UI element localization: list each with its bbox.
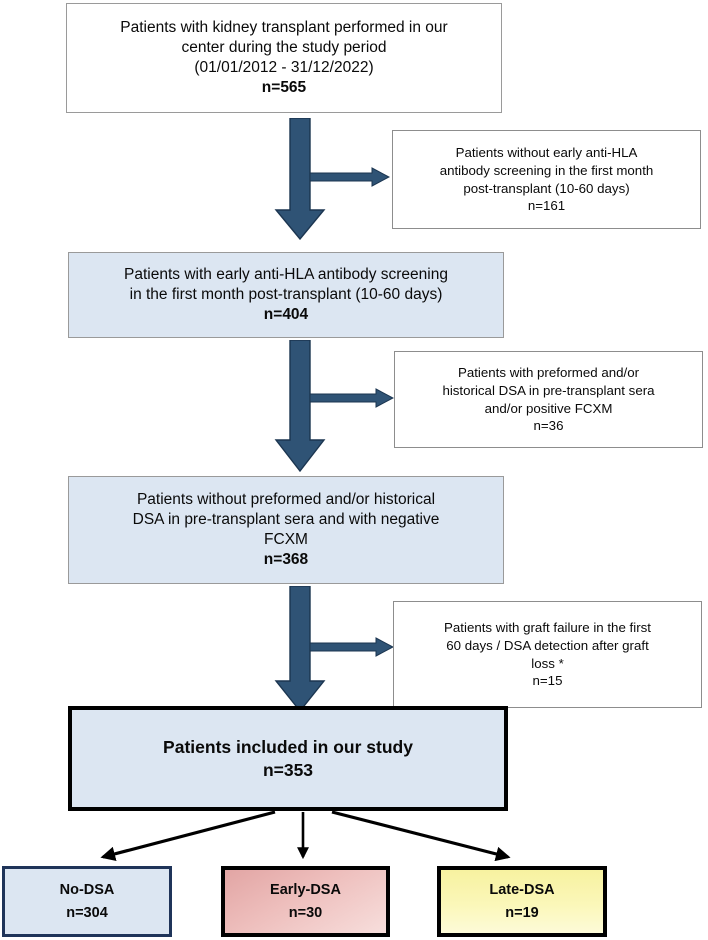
box-excluded-preformed-dsa: Patients with preformed and/or historica… <box>394 351 703 448</box>
box-excluded-no-screening: Patients without early anti-HLA antibody… <box>392 130 701 229</box>
box-included-study: Patients included in our study n=353 <box>68 706 508 811</box>
box-screened-line-1: Patients with early anti-HLA antibody sc… <box>124 265 448 283</box>
excl1-line-2: antibody screening in the first month <box>439 162 654 178</box>
box-source-line-2: center during the study period <box>181 38 387 56</box>
group-box-early-dsa: Early-DSA n=30 <box>221 866 390 937</box>
arrow-to-no-dsa <box>100 810 276 862</box>
excl3-count: n=15 <box>532 673 563 689</box>
excl3-line-3: loss * <box>531 655 564 671</box>
excl2-line-1: Patients with preformed and/or <box>457 365 640 381</box>
box-nopreformed-line-1: Patients without preformed and/or histor… <box>136 490 436 508</box>
side-arrow-1 <box>310 167 390 187</box>
arrow-to-late-dsa <box>331 810 511 862</box>
group-early-dsa-count: n=30 <box>288 904 323 921</box>
box-no-preformed-dsa: Patients without preformed and/or histor… <box>68 476 504 584</box>
group-late-dsa-count: n=19 <box>505 904 539 921</box>
box-nopreformed-line-3: FCXM <box>264 531 308 548</box>
group-late-dsa-label: Late-DSA <box>489 882 555 899</box>
box-included-title: Patients included in our study <box>163 736 413 757</box>
group-no-dsa-count: n=304 <box>66 904 108 921</box>
box-screened-count: n=404 <box>263 306 309 324</box>
group-early-dsa-label: Early-DSA <box>270 882 341 899</box>
excl2-count: n=36 <box>533 418 564 434</box>
box-source-line-1: Patients with kidney transplant performe… <box>120 18 448 36</box>
main-arrow-2 <box>272 340 328 472</box>
box-excluded-graft-failure: Patients with graft failure in the first… <box>393 601 702 708</box>
excl2-line-2: historical DSA in pre-transplant sera <box>442 382 655 398</box>
main-arrow-3 <box>272 586 328 712</box>
box-source-cohort: Patients with kidney transplant performe… <box>66 3 502 113</box>
excl3-line-2: 60 days / DSA detection after graft <box>446 637 649 653</box>
excl1-count: n=161 <box>527 198 566 214</box>
box-screened-line-2: in the first month post-transplant (10-6… <box>129 285 443 303</box>
box-nopreformed-line-2: DSA in pre-transplant sera and with nega… <box>132 510 440 528</box>
side-arrow-3 <box>310 637 394 657</box>
box-included-count: n=353 <box>262 759 314 780</box>
box-screened-cohort: Patients with early anti-HLA antibody sc… <box>68 252 504 338</box>
excl1-line-1: Patients without early anti-HLA <box>455 145 638 161</box>
group-box-no-dsa: No-DSA n=304 <box>2 866 172 937</box>
box-source-line-3: (01/01/2012 - 31/12/2022) <box>194 59 374 76</box>
excl2-line-3: and/or positive FCXM <box>484 400 613 416</box>
box-source-count: n=565 <box>261 79 307 97</box>
main-arrow-1 <box>272 118 328 240</box>
side-arrow-2 <box>310 388 394 408</box>
group-no-dsa-label: No-DSA <box>59 882 115 899</box>
excl3-line-1: Patients with graft failure in the first <box>444 620 651 636</box>
box-nopreformed-count: n=368 <box>263 551 309 569</box>
excl1-line-3: post-transplant (10-60 days) <box>463 180 630 196</box>
group-box-late-dsa: Late-DSA n=19 <box>437 866 607 937</box>
